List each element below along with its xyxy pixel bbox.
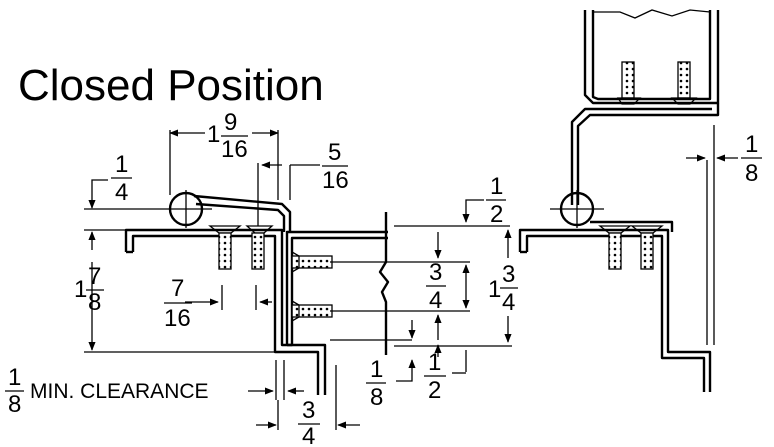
svg-text:16: 16 (164, 305, 191, 332)
screws-right (598, 61, 698, 270)
svg-text:4: 4 (115, 179, 128, 206)
dim-3-4-mid: 3 4 (426, 259, 446, 314)
svg-text:3: 3 (302, 397, 315, 424)
svg-text:MIN. CLEARANCE: MIN. CLEARANCE (30, 380, 209, 403)
svg-text:1: 1 (488, 276, 501, 303)
svg-text:3: 3 (502, 261, 515, 288)
dim-1-8-bottom: 1 8 (366, 356, 386, 411)
svg-text:9: 9 (224, 109, 237, 136)
break-line (378, 212, 390, 355)
dim-5-16: 5 16 (322, 139, 349, 194)
svg-text:1: 1 (207, 121, 220, 148)
page-title: Closed Position (18, 61, 324, 110)
frame-screws-left (208, 225, 274, 270)
svg-text:8: 8 (745, 160, 758, 187)
svg-text:8: 8 (370, 384, 383, 411)
dim-1-9-16: 1 9 16 (207, 109, 248, 163)
dim-7-16: 7 16 (164, 275, 192, 332)
dim-1-2-bottom: 1 2 (424, 349, 446, 404)
svg-text:4: 4 (302, 423, 315, 447)
dim-1-7-8: 1 7 8 (74, 263, 104, 316)
right-frame-profile (518, 9, 720, 392)
svg-text:16: 16 (221, 136, 248, 163)
door-screws-left (291, 250, 333, 323)
svg-text:1: 1 (490, 173, 503, 200)
dimension-lines (84, 129, 512, 430)
svg-text:8: 8 (88, 289, 101, 316)
svg-text:2: 2 (490, 201, 503, 228)
svg-text:7: 7 (171, 275, 184, 302)
dim-1-2-top: 1 2 (486, 173, 506, 228)
hinge-knuckle-left (160, 190, 212, 228)
svg-text:1: 1 (370, 356, 383, 383)
svg-text:8: 8 (8, 391, 21, 418)
hinge-knuckle-right (550, 190, 604, 228)
svg-text:7: 7 (88, 263, 101, 290)
svg-text:1: 1 (8, 364, 21, 391)
svg-text:3: 3 (429, 259, 442, 286)
dim-1-4: 1 4 (111, 151, 132, 206)
svg-text:1: 1 (428, 349, 441, 376)
dim-1-8-right: 1 8 (741, 131, 762, 187)
svg-text:2: 2 (428, 377, 441, 404)
clearance-label: 1 8 MIN. CLEARANCE (5, 364, 209, 418)
svg-text:1: 1 (74, 276, 87, 303)
svg-text:5: 5 (328, 139, 341, 166)
svg-text:1: 1 (115, 151, 128, 178)
svg-text:4: 4 (429, 287, 442, 314)
dim-1-3-4: 1 3 4 (488, 261, 518, 316)
svg-text:4: 4 (502, 289, 515, 316)
svg-text:16: 16 (322, 167, 349, 194)
dim-3-4-bottom: 3 4 (298, 397, 320, 447)
svg-text:1: 1 (745, 131, 758, 158)
